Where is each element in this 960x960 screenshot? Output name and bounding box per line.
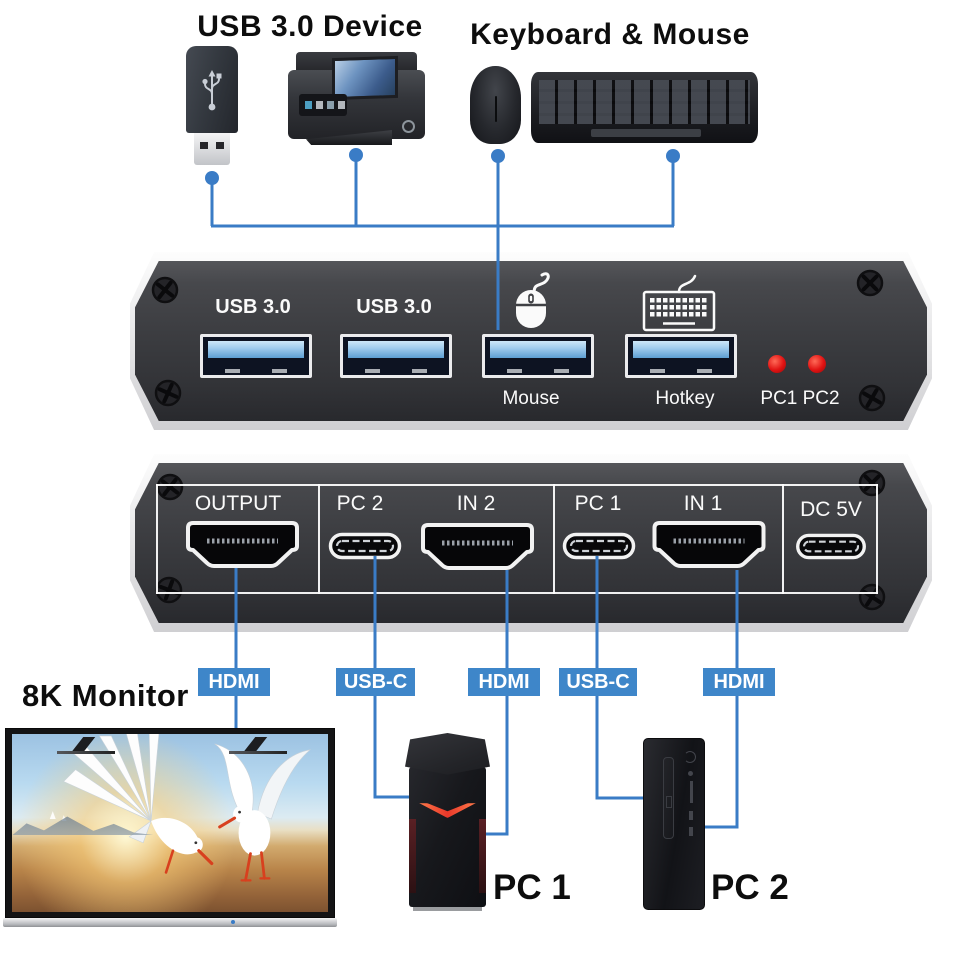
pc1-feet [413,907,482,911]
hotkey-port [625,334,737,378]
in2-hdmi-port [421,523,534,570]
monitor-stand-bar [3,918,337,927]
keyboard-keys [539,80,750,124]
frame-line-right [876,484,878,594]
screw-icon [858,384,886,412]
led-labels: PC1 PC2 [760,388,840,409]
screw-icon [858,469,886,497]
mouse-icon [516,272,550,328]
in1-hdmi-port [652,521,766,568]
pc2-card-slot [690,781,693,803]
seagull-right [214,743,312,882]
usb-trident-icon [202,70,222,111]
frame-divider-3 [782,484,784,594]
in1-port-label: IN 1 [683,492,723,515]
pc1-hood [405,733,490,775]
usb3-label-2: USB 3.0 [356,296,432,318]
seagull-left [63,734,214,874]
usb-port-tongue [490,341,586,365]
usb-port-tongue [348,341,444,365]
monitor-screen [12,734,328,912]
cable-tag-usbc-pc2: USB-C [336,668,415,696]
screw-icon [155,576,183,604]
keyboard-icon [642,274,716,332]
usb3-port-1 [200,334,312,378]
mouse-image [470,66,521,144]
frame-line-bottom [156,592,878,594]
monitor-frame [5,728,335,918]
pc2-optical-drive [663,757,674,839]
printer-logo [402,120,415,133]
monitor-image [3,728,337,927]
usb-port-tongue [208,341,304,365]
kvm-front-panel: USB 3.0 USB 3.0 Mouse Hotkey [130,252,932,430]
hotkey-port-label: Hotkey [655,388,715,409]
dc5v-label: DC 5V [800,498,862,521]
cable-tag-usbc-pc1: USB-C [559,668,637,696]
keyboard-image [531,72,758,143]
screw-icon [156,473,184,501]
pc2-led [808,355,826,373]
pc2-usb-port [689,827,693,836]
screw-icon [151,276,179,304]
usb-connector [194,133,230,165]
pc2-title: PC 2 [711,868,789,907]
printer-control-panel [299,94,347,116]
keyboard-mouse-title: Keyboard & Mouse [470,18,750,51]
cable-tag-hdmi-output: HDMI [198,668,270,696]
screw-icon [154,379,182,407]
pc1-body [409,767,486,907]
dc5v-power-port [796,533,866,560]
cable-tag-hdmi-in2: HDMI [468,668,540,696]
output-label: OUTPUT [194,492,282,515]
flash-drive-body [186,46,238,133]
usb3-label-1: USB 3.0 [215,296,291,318]
usb-flash-drive-image [186,46,238,165]
pc1-usbc-port [562,532,636,560]
usb-device-title: USB 3.0 Device [197,10,423,43]
pc1-port-label: PC 1 [574,492,622,515]
pc1-side-accent [409,819,416,893]
seagulls-picture [49,734,312,882]
in2-port-label: IN 2 [456,492,496,515]
monitor-power-led [231,920,235,924]
screw-icon [858,583,886,611]
hdmi-output-port [186,521,299,568]
pc1-tower-image [405,733,490,911]
mouse-port-label: Mouse [502,388,560,409]
printer-image [288,52,425,145]
mouse-port [482,334,594,378]
pc2-tower-image [643,738,705,910]
pc1-side-accent [479,819,486,893]
pc2-audio-jack [688,771,693,776]
pc1-led [768,355,786,373]
frame-divider-1 [318,484,320,594]
pc1-title: PC 1 [493,868,571,907]
pc2-usb-port [689,811,693,820]
pc2-port-label: PC 2 [336,492,384,515]
monitor-foot-right [229,751,287,754]
usb3-port-2 [340,334,452,378]
pc2-power-button [684,751,696,763]
pc2-usbc-port [328,532,402,560]
frame-line-left [156,484,158,594]
monitor-title: 8K Monitor [22,678,189,713]
frame-divider-2 [553,484,555,594]
kvm-rear-panel: OUTPUT PC 2 IN 2 PC 1 IN 1 DC 5V [130,454,932,632]
cable-tag-hdmi-in1: HDMI [703,668,775,696]
keyboard-spacebar [591,129,701,137]
monitor-foot-left [57,751,115,754]
screw-icon [856,269,884,297]
usb-port-tongue [633,341,729,365]
frame-line-top [156,484,878,486]
